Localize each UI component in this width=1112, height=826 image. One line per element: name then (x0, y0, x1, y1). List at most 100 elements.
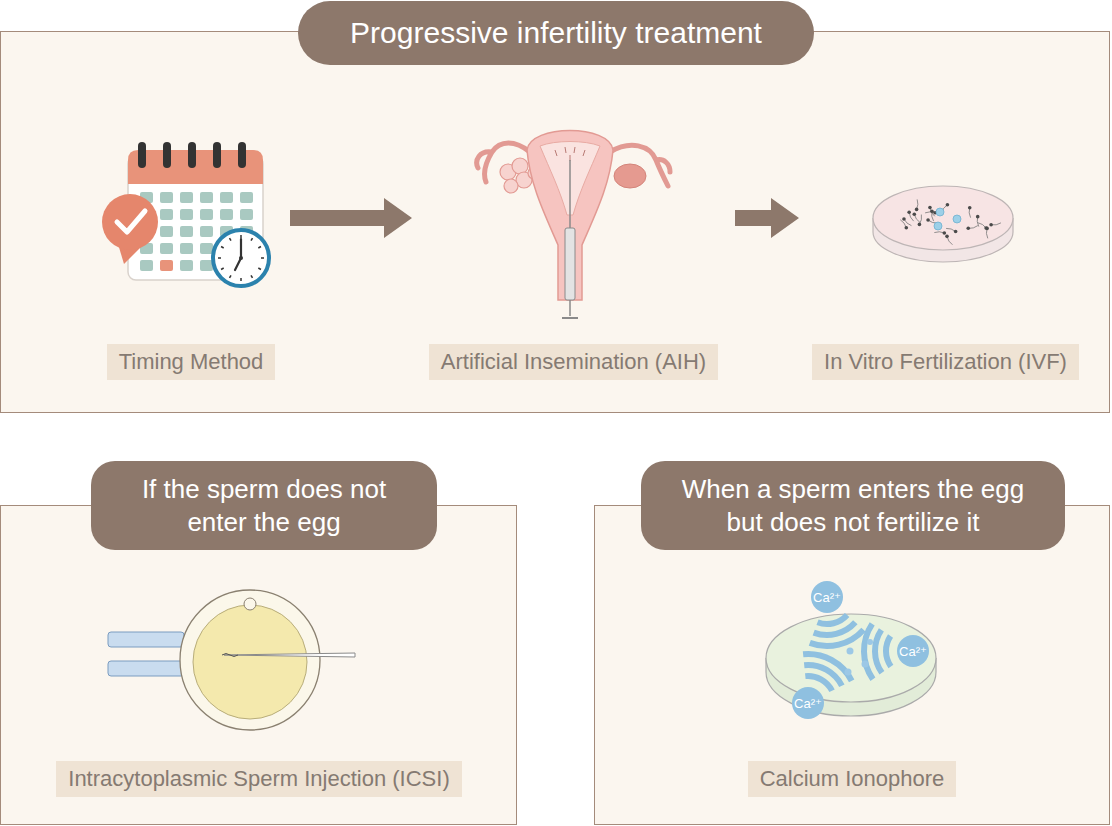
calendar-grid (200, 192, 213, 203)
method-label: Artificial Insemination (AIH) (429, 344, 718, 380)
calcium-dot (845, 639, 874, 676)
sperm-cell (966, 227, 970, 231)
petri-dish (873, 186, 1013, 262)
calendar-grid (160, 243, 173, 254)
calendar-grid (220, 192, 233, 203)
calcium-bubble (811, 581, 843, 613)
check-bubble (117, 211, 145, 232)
panel-ground (0, 31, 1110, 413)
sperm-cell (945, 235, 949, 239)
calendar-ring (213, 142, 221, 168)
sperm-cell (900, 199, 1001, 244)
calendar-grid (160, 192, 173, 203)
calendar-grid (160, 260, 173, 271)
section-title: If the sperm does not enter the egg (91, 461, 437, 550)
uterus-illustration (477, 131, 670, 319)
sperm-cell (902, 217, 911, 225)
calendar-grid (140, 260, 153, 271)
sperm-cell (989, 223, 993, 227)
clock-tick (240, 278, 242, 281)
sperm-cell (930, 209, 934, 221)
egg-cell (934, 208, 961, 230)
calendar-grid (180, 192, 193, 203)
calendar-grid (160, 209, 173, 220)
panel-ground (0, 505, 517, 825)
calendar-grid (200, 209, 213, 220)
egg-injection (222, 654, 238, 657)
sperm-cell (928, 206, 932, 210)
calcium-bubble (792, 581, 929, 719)
calendar-grid (240, 192, 253, 203)
calcium-wave (803, 651, 855, 682)
petri-dish (873, 186, 1013, 250)
egg-injection (224, 653, 355, 657)
sperm-cell (968, 206, 972, 218)
sperm-cell (984, 226, 988, 230)
uterus-illustration (614, 164, 646, 188)
clock-tick (218, 257, 221, 259)
egg-injection (108, 590, 355, 730)
calcium-bubble (792, 687, 824, 719)
section-panel: Calcium IonophoreWhen a sperm enters the… (594, 505, 1110, 825)
sperm-cell (945, 235, 952, 245)
calcium-wave (816, 613, 849, 627)
calcium-wave (861, 622, 875, 681)
egg-injection (108, 632, 184, 647)
calcium-wave (809, 628, 866, 649)
clock-tick (251, 275, 253, 278)
egg-injection (108, 661, 184, 676)
flow-arrow (290, 198, 412, 238)
egg-injection (180, 590, 320, 730)
sperm-cell (902, 217, 906, 221)
calendar-ring (138, 142, 146, 168)
treatment-step: Artificial Insemination (AIH) (416, 122, 731, 380)
method-box: Intracytoplasmic Sperm Injection (ICSI) (56, 761, 461, 797)
sperm-cell (926, 218, 930, 222)
sperm-cell (976, 215, 980, 219)
calendar-ring (188, 142, 196, 168)
section-panel: Timing Method Artificial Insemination (AI… (0, 31, 1110, 413)
method-label: Timing Method (107, 344, 276, 380)
check-bubble (102, 194, 158, 250)
sperm-cell (943, 231, 947, 235)
sperm-cell (934, 231, 946, 235)
clock-tick (221, 268, 224, 270)
sperm-cell (946, 228, 957, 233)
calcium-wave (803, 613, 894, 692)
ovary-follicle (504, 179, 518, 193)
egg-cell (934, 222, 942, 230)
calcium-dot (845, 669, 852, 676)
calcium-wave (872, 628, 884, 674)
clock-tick (258, 247, 261, 249)
method-box: Calcium Ionophore (748, 761, 957, 797)
calendar-grid (200, 226, 213, 237)
check-bubble (102, 194, 158, 264)
sperm-cell (912, 212, 916, 216)
sperm-cell (976, 215, 980, 227)
method-label: In Vitro Fertilization (IVF) (812, 344, 1079, 380)
sperm-cell (918, 223, 922, 227)
panel-ground (0, 31, 1110, 825)
sperm-cell (918, 215, 922, 227)
clock-tick (240, 235, 242, 238)
sperm-cell (930, 209, 934, 213)
uterus-illustration (562, 317, 578, 319)
clock-icon (235, 239, 241, 270)
sperm-cell (968, 206, 972, 210)
egg-cell (953, 215, 961, 223)
clock-icon (213, 230, 269, 286)
calendar-grid (200, 260, 213, 271)
sperm-cell (912, 212, 919, 222)
calcium-dot (862, 661, 869, 668)
calcium-bubble (897, 635, 929, 667)
method-label: Calcium Ionophore (760, 766, 945, 792)
treatment-step: In Vitro Fertilization (IVF) (803, 122, 1088, 380)
section-title: When a sperm enters the egg but does not… (641, 461, 1065, 550)
sperm-cell (915, 199, 919, 211)
calendar-grid (160, 226, 173, 237)
method-label: Intracytoplasmic Sperm Injection (ICSI) (68, 766, 449, 792)
ionophore-dish (766, 581, 936, 719)
